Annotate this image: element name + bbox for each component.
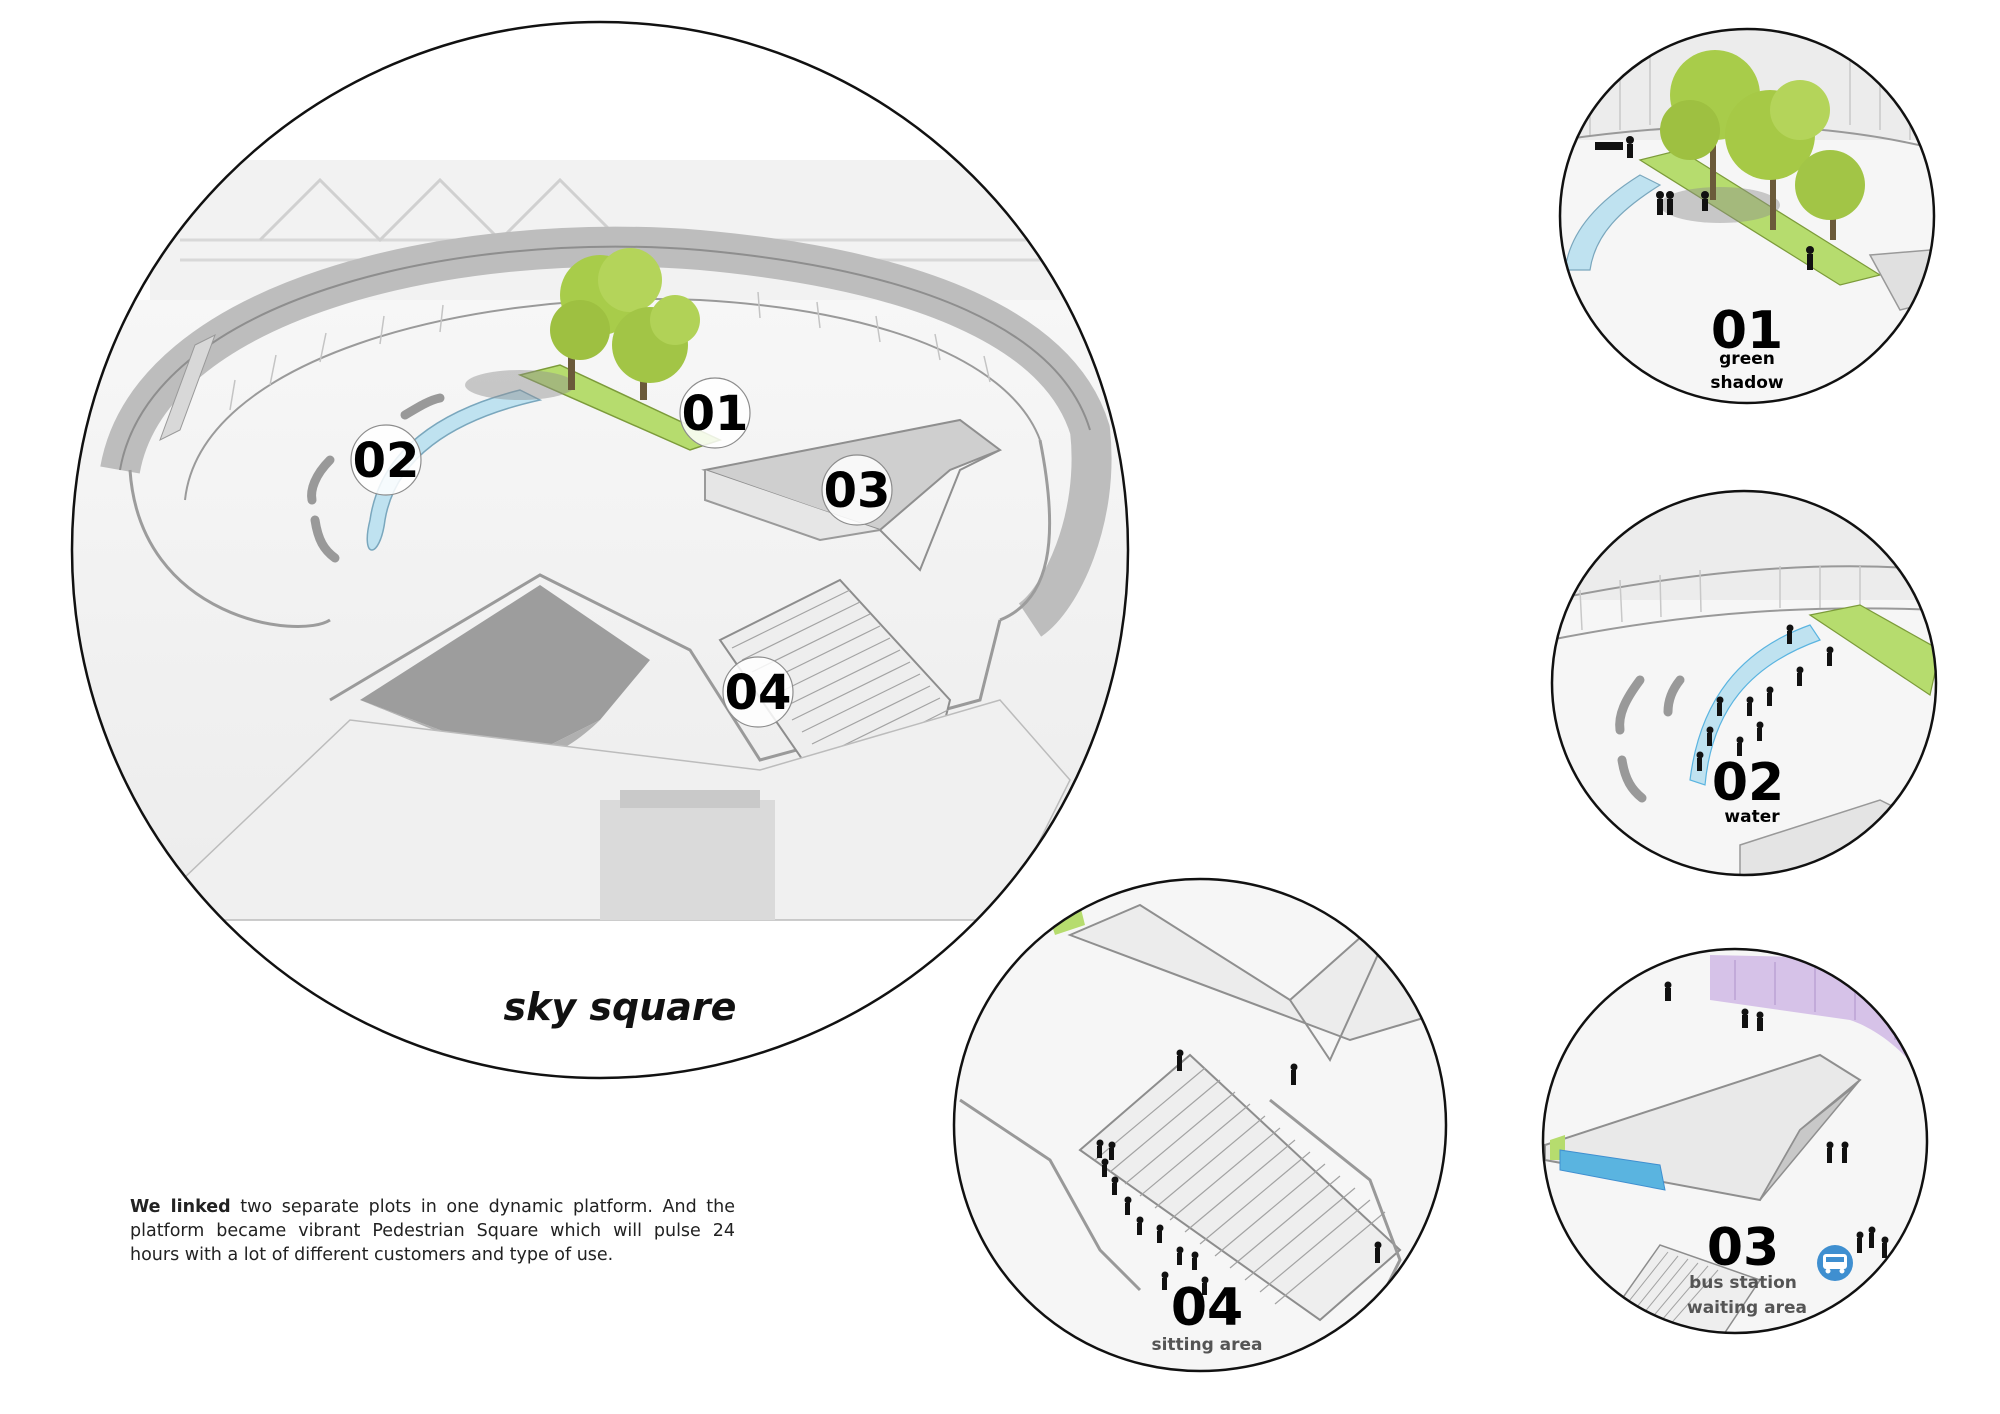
svg-text:01: 01 bbox=[682, 386, 749, 442]
svg-text:04: 04 bbox=[725, 665, 792, 721]
bus-icon bbox=[1817, 1245, 1853, 1281]
project-description: We linked two separate plots in one dyna… bbox=[130, 1195, 735, 1267]
marker-04: 04 bbox=[722, 656, 794, 728]
detail-bus-station: 03 bus station waiting area bbox=[1541, 947, 1929, 1335]
detail-sitting-area: 04 sitting area bbox=[952, 877, 1448, 1373]
svg-text:01: 01 bbox=[1711, 301, 1783, 361]
tree-icon bbox=[1660, 50, 1865, 240]
detail-green-shadow: 01 green shadow bbox=[1558, 27, 1936, 405]
main-sky-square-view: 01 02 03 04 bbox=[70, 20, 1130, 1080]
main-title: sky square bbox=[503, 985, 737, 1029]
people-silhouette-icon bbox=[1664, 981, 1889, 1258]
svg-text:02: 02 bbox=[1712, 753, 1784, 813]
svg-text:sitting area: sitting area bbox=[1151, 1335, 1262, 1355]
svg-text:04: 04 bbox=[1171, 1278, 1243, 1338]
people-silhouette-icon bbox=[1696, 624, 1834, 771]
svg-text:02: 02 bbox=[353, 433, 420, 489]
detail-water: 02 water bbox=[1550, 489, 1938, 877]
description-body: two separate plots in one dynamic platfo… bbox=[130, 1197, 735, 1265]
marker-03: 03 bbox=[821, 454, 893, 526]
people-silhouette-icon bbox=[1595, 136, 1814, 270]
svg-text:bus station: bus station bbox=[1689, 1273, 1797, 1293]
svg-text:green: green bbox=[1719, 349, 1775, 369]
marker-02: 02 bbox=[350, 424, 422, 496]
svg-text:03: 03 bbox=[824, 463, 891, 519]
tree-icon bbox=[550, 248, 700, 400]
svg-text:waiting area: waiting area bbox=[1687, 1298, 1807, 1318]
svg-text:water: water bbox=[1724, 807, 1780, 827]
marker-01: 01 bbox=[679, 377, 751, 449]
svg-text:shadow: shadow bbox=[1710, 373, 1784, 393]
description-lead: We linked bbox=[130, 1197, 231, 1217]
svg-text:03: 03 bbox=[1707, 1218, 1779, 1278]
people-silhouette-icon bbox=[1096, 1049, 1382, 1295]
